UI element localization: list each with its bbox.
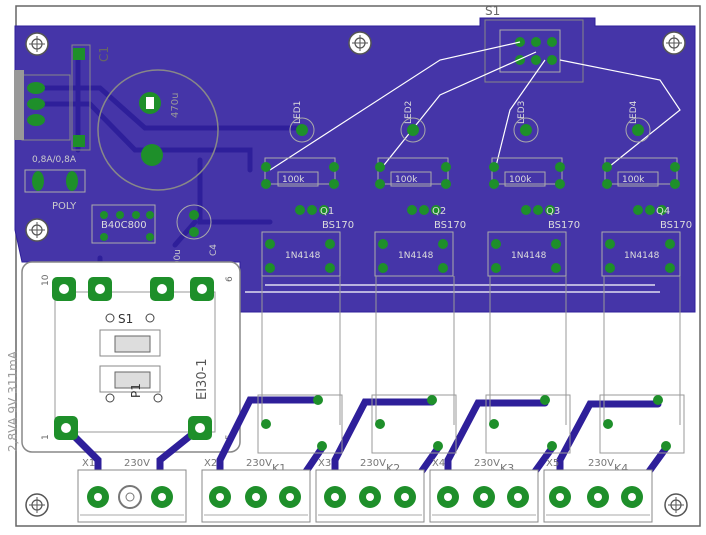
terminal-voltage-x4: 230V <box>474 458 500 469</box>
transformer <box>21 261 241 453</box>
terminal-voltage-x1: 230V <box>124 458 150 469</box>
c1-label: C1 <box>97 46 111 62</box>
transformer-pads <box>52 277 214 440</box>
transformer-s1-label: S1 <box>118 312 133 326</box>
mounting-hole <box>25 32 49 56</box>
capacitor-c4 <box>176 204 212 240</box>
transistor-model-2: BS170 <box>434 220 466 231</box>
diode-label-4: 1N4148 <box>624 251 660 261</box>
relay-k3 <box>485 394 571 454</box>
terminal-label-x2: X2 <box>204 458 217 469</box>
diode-label-3: 1N4148 <box>511 251 547 261</box>
switch-label: S1 <box>485 4 500 18</box>
terminal-label-x3: X3 <box>318 458 331 469</box>
led-label-1: LED1 <box>293 101 303 124</box>
terminal-voltage-x5: 230V <box>588 458 614 469</box>
channel-2 <box>374 117 454 277</box>
transformer-rating: 2,8VA 9V 311mA <box>6 350 20 452</box>
transistor-label-2: Q2 <box>432 206 446 217</box>
mounting-hole <box>25 218 49 242</box>
transformer-pin-6: 6 <box>225 276 235 282</box>
resistor-value-3: 100k <box>509 175 532 185</box>
led-label-2: LED2 <box>404 101 414 124</box>
mounting-hole <box>348 31 372 55</box>
fuse-type: POLY <box>52 201 77 212</box>
resistor-value-2: 100k <box>395 175 418 185</box>
transistor-label-1: Q1 <box>320 206 334 217</box>
channel-3 <box>487 117 567 277</box>
switch-footprint <box>484 19 584 83</box>
led-label-4: LED4 <box>629 100 639 124</box>
power-traces <box>35 52 303 293</box>
left-connector <box>14 70 71 141</box>
terminal-block-x4 <box>429 469 539 523</box>
terminal-block-x3 <box>315 469 425 523</box>
mounting-hole <box>664 493 688 517</box>
terminal-voltage-x2: 230V <box>246 458 272 469</box>
terminal-block-x5 <box>543 469 653 523</box>
terminal-block-x2 <box>201 469 311 523</box>
transistor-model-3: BS170 <box>548 220 580 231</box>
resistor-value-4: 100k <box>622 175 645 185</box>
transistor-model-4: BS170 <box>660 220 692 231</box>
transformer-model: EI30-1 <box>195 358 210 400</box>
c4-label: C4 <box>209 244 219 256</box>
signal-wires <box>261 276 681 425</box>
relay-k4 <box>599 394 685 454</box>
bridge-label: B40C800 <box>101 220 147 231</box>
c3-value: 470u <box>170 93 181 118</box>
transistor-label-3: Q3 <box>546 206 560 217</box>
terminal-label-x4: X4 <box>432 458 445 469</box>
terminal-block-x1 <box>77 469 187 523</box>
capacitor-c1 <box>71 44 91 151</box>
mounting-hole <box>662 31 686 55</box>
terminal-label-x5: X5 <box>546 458 559 469</box>
fuse-rating: 0,8A/0,8A <box>32 155 77 165</box>
transistor-label-4: Q4 <box>656 206 670 217</box>
fuse-poly <box>24 169 86 193</box>
mounting-hole <box>25 493 49 517</box>
relay-k2 <box>371 394 457 454</box>
transformer-pin-1: 1 <box>41 434 51 440</box>
channel-4 <box>601 117 681 277</box>
diode-label-2: 1N4148 <box>398 251 434 261</box>
diode-label-1: 1N4148 <box>285 251 321 261</box>
ground-plane <box>14 17 696 313</box>
terminal-label-x1: X1 <box>82 458 95 469</box>
isolation-traces <box>245 41 681 293</box>
transformer-pin-10: 10 <box>41 274 51 286</box>
electrolytic-capacitor <box>97 69 219 191</box>
transformer-p1-label: P1 <box>129 383 143 398</box>
resistor-value-1: 100k <box>282 175 305 185</box>
c4-value: 100u <box>173 249 183 272</box>
terminal-voltage-x3: 230V <box>360 458 386 469</box>
led-label-3: LED3 <box>517 101 527 124</box>
relay-k1 <box>257 394 343 454</box>
bridge-rectifier <box>91 204 156 244</box>
transistor-model-1: BS170 <box>322 220 354 231</box>
channel-1 <box>261 117 341 277</box>
